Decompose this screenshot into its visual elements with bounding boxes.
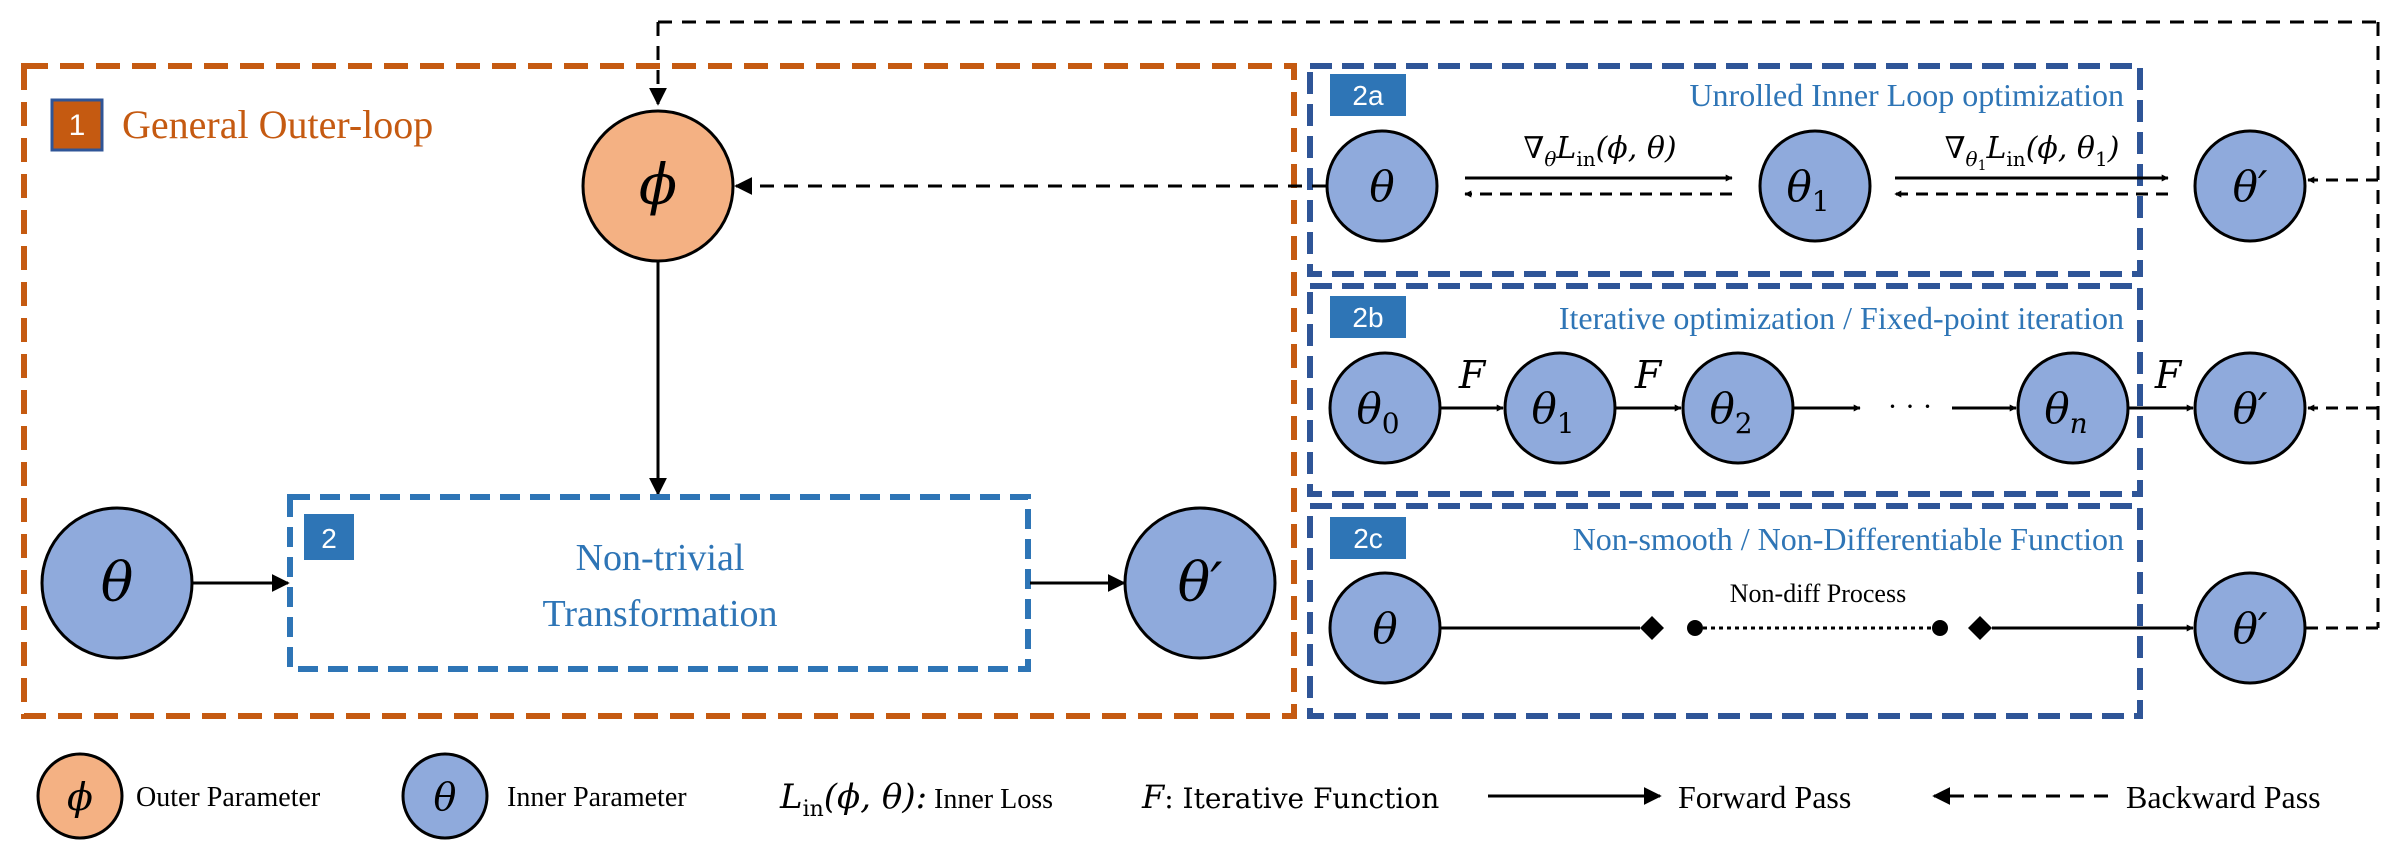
panel-2c-badge: 2c bbox=[1330, 517, 1406, 559]
panel-2a-grad-label-2: ∇θ1Lin(ϕ, θ1) bbox=[1945, 131, 2120, 174]
backward-path-top bbox=[649, 20, 2380, 628]
panel-2c-dot-left bbox=[1687, 620, 1703, 636]
transformation-badge: 2 bbox=[304, 514, 354, 560]
panel-2a-node-theta-label: θ bbox=[1369, 162, 1394, 211]
outer-loop-badge: 1 bbox=[50, 98, 104, 152]
panel-2b-edge-label-3: F bbox=[2154, 353, 2183, 397]
legend-inner-param: θ Inner Parameter bbox=[401, 752, 687, 840]
legend-outer-param: ϕ Outer Parameter bbox=[36, 752, 321, 840]
legend-backward-pass: Backward Pass bbox=[1932, 779, 2321, 815]
outer-badge-text: 1 bbox=[69, 109, 86, 142]
panel-2a-title: Unrolled Inner Loop optimization bbox=[1689, 77, 2124, 113]
panel-2b-box bbox=[1307, 283, 2143, 497]
panel-2a-badge: 2a bbox=[1330, 74, 1406, 116]
legend-forward-pass: Forward Pass bbox=[1488, 779, 1851, 815]
transformation-line1: Non-trivial bbox=[576, 537, 745, 579]
legend-inner-label: Inner Parameter bbox=[507, 782, 687, 813]
panel-2b-node-theta0: θ0 bbox=[1328, 351, 1442, 465]
panel-2c-node-thetaprime-label: θ′ bbox=[2233, 604, 2268, 653]
legend-backward-label: Backward Pass bbox=[2126, 779, 2321, 815]
panel-2c-badge-text: 2c bbox=[1353, 523, 1383, 554]
phi-node: ϕ bbox=[581, 109, 735, 263]
panel-2b-node-theta2-label: θ2 bbox=[1709, 384, 1752, 440]
legend-outer-label: Outer Parameter bbox=[136, 782, 321, 813]
panel-2a-node-theta: θ bbox=[1325, 129, 1439, 243]
panel-2b-node-thetaprime: θ′ bbox=[2193, 351, 2307, 465]
panel-2b-ellipsis: · · · bbox=[1888, 390, 1933, 423]
panel-2c-dot-right bbox=[1932, 620, 1948, 636]
panel-2a-box bbox=[1307, 63, 2143, 277]
legend-inner-loss: Lin(ϕ, θ): Inner Loss bbox=[779, 777, 1053, 822]
phi-label: ϕ bbox=[639, 153, 677, 218]
panel-2b-title: Iterative optimization / Fixed-point ite… bbox=[1559, 300, 2124, 336]
legend: ϕ Outer Parameter θ Inner Parameter Lin(… bbox=[36, 752, 2321, 840]
panel-2c-title: Non-smooth / Non-Differentiable Function bbox=[1573, 521, 2124, 557]
panel-2a-badge-text: 2a bbox=[1352, 80, 1384, 111]
panel-2b-node-theta0-label: θ0 bbox=[1356, 384, 1399, 440]
legend-iterative-function: F: Iterative Function bbox=[1141, 778, 1439, 816]
legend-forward-label: Forward Pass bbox=[1678, 779, 1851, 815]
legend-outer-symbol: ϕ bbox=[67, 775, 93, 819]
panel-2a-grad-label-1: ∇θLin(ϕ, θ) bbox=[1523, 131, 1676, 171]
theta-output-node: θ′ bbox=[1123, 506, 1277, 660]
theta-input-node: θ bbox=[40, 506, 194, 660]
panel-2b-edge-label-1: F bbox=[1458, 353, 1487, 397]
panel-2b-badge-text: 2b bbox=[1352, 302, 1383, 333]
transformation-line2: Transformation bbox=[542, 593, 777, 635]
outer-loop-box bbox=[21, 63, 1297, 719]
panel-2a-node-thetaprime: θ′ bbox=[2193, 129, 2307, 243]
transformation-box bbox=[287, 494, 1031, 672]
panel-2c-diamond-left bbox=[1640, 616, 1664, 640]
panel-2a-node-theta1: θ1 bbox=[1758, 129, 1872, 243]
panel-2c-node-theta: θ bbox=[1328, 571, 1442, 685]
panel-2c-diamond-right bbox=[1968, 616, 1992, 640]
legend-inner-symbol: θ bbox=[434, 775, 457, 819]
panel-2b-node-thetaprime-label: θ′ bbox=[2233, 384, 2268, 433]
panel-2c-process-label: Non-diff Process bbox=[1730, 579, 1906, 608]
panel-2a-node-thetaprime-label: θ′ bbox=[2233, 162, 2268, 211]
panel-2c-node-theta-label: θ bbox=[1372, 604, 1397, 653]
outer-loop-title: General Outer-loop bbox=[122, 102, 433, 147]
panel-2b-edge-label-2: F bbox=[1634, 353, 1663, 397]
panel-2b-node-thetan-label: θn bbox=[2044, 384, 2087, 440]
panel-2c-box bbox=[1307, 503, 2143, 719]
panel-2b-node-theta2: θ2 bbox=[1681, 351, 1795, 465]
theta-input-label: θ bbox=[101, 551, 134, 614]
panel-2b-badge: 2b bbox=[1330, 296, 1406, 338]
panel-2c-node-thetaprime: θ′ bbox=[2193, 571, 2307, 685]
panel-2b-node-theta1-label: θ1 bbox=[1531, 384, 1574, 440]
panel-2a-node-theta1-label: θ1 bbox=[1786, 162, 1829, 218]
panel-2b-node-thetan: θn bbox=[2016, 351, 2130, 465]
panel-2b-node-theta1: θ1 bbox=[1503, 351, 1617, 465]
theta-output-label: θ′ bbox=[1178, 551, 1223, 614]
transformation-badge-text: 2 bbox=[321, 523, 337, 554]
